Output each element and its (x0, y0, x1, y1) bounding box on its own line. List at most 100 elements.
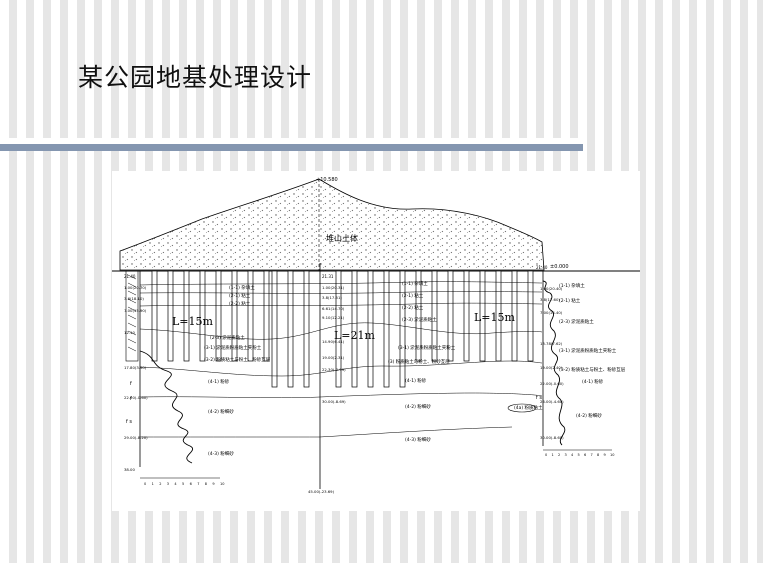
pile-center-4 (351, 270, 358, 388)
left-layer-0: (1-1) 杂填土 (229, 284, 255, 291)
left-scale-0: 0 (144, 482, 146, 486)
right-elevation-3: 13.78(7.62) (540, 341, 563, 346)
pile-center-1 (287, 270, 294, 388)
right-elevation-1: 3.8(17.60) (540, 297, 560, 302)
right-elevation-0: 1.00(20.40) (540, 286, 563, 291)
center-layer-2: (2-2) 粘土 (402, 304, 424, 311)
center-hole-top: 21.31 (322, 274, 334, 279)
left-scale-4: 4 (174, 482, 177, 486)
left-scale-6: 6 (190, 482, 192, 486)
right-scale-10: 10 (610, 453, 614, 457)
left-elevation-2: 7.00(15.90) (124, 308, 147, 313)
left-layer-3: (2-3) 淤泥质粘土 (210, 334, 245, 341)
center-layer-7: (4-2) 粉细砂 (405, 403, 431, 410)
left-scale-8: 8 (205, 482, 207, 486)
title-rule-gap (0, 138, 583, 144)
right-layer-3: (3-1) 淤泥质粉质粘土夹粉土 (559, 347, 617, 354)
right-scale-9: 9 (604, 453, 606, 457)
left-elevation-0: 1.00(20.70) (124, 285, 147, 290)
pile-center-3 (335, 270, 342, 388)
right-scale-4: 4 (571, 453, 574, 457)
center-elevation-1: 3.8(17.51) (322, 295, 342, 300)
pile-length-left: L=15m (172, 315, 214, 328)
right-scale-3: 3 (565, 453, 567, 457)
left-layer-4: (3-1) 淤泥质粉质粘土夹粉土 (204, 344, 262, 351)
pile-center-7 (399, 270, 406, 388)
pile-left-0 (151, 270, 158, 362)
pile-length-center: L=21m (334, 329, 376, 342)
center-layer-3: (2-3) 淤泥质粘土 (402, 316, 437, 323)
log-mark-3: f s (536, 395, 542, 401)
right-layer-7: (4-2) 粉细砂 (576, 412, 602, 419)
left-scale-3: 3 (167, 482, 169, 486)
right-scale-1: 1 (552, 453, 554, 457)
title-rule (0, 144, 583, 151)
pile-right-4 (479, 270, 486, 362)
left-layer-1: (2-1) 粘土 (229, 292, 251, 299)
left-elevation-5: 22.00(-0.60) (124, 395, 148, 400)
right-elevation-5: 22.00(-0.60) (540, 381, 564, 386)
pile-left-3 (199, 270, 206, 362)
left-elevation-4: 17.80(3.90) (124, 365, 147, 370)
center-layer-6: (4-1) 粉砂 (405, 377, 427, 384)
mound-label: 堆山土体 (326, 233, 358, 243)
center-elevation-4: 14.90(6.41) (322, 339, 345, 344)
left-layer-2: (2-2) 粘土 (229, 300, 251, 307)
pile-center-2 (303, 270, 310, 388)
right-scale-2: 2 (558, 453, 560, 457)
right-layer-5: (4-1) 粉砂 (582, 378, 604, 385)
center-elevation-3: 9.10(12.21) (322, 315, 345, 320)
right-elevation-6: 26.00(-4.60) (540, 399, 564, 404)
left-scale-2: 2 (159, 482, 161, 486)
right-elevation-4: 19.00(2.40) (540, 365, 563, 370)
right-layer-2: (2-3) 淤泥质粘土 (559, 318, 594, 325)
right-scale-8: 8 (597, 453, 599, 457)
pile-right-2 (447, 270, 454, 362)
left-elevation-6: 29.00(-8.20) (124, 435, 148, 440)
left-layer-7: (4-2) 粉细砂 (208, 408, 234, 415)
left-scale-1: 1 (152, 482, 154, 486)
pile-left-7 (263, 270, 270, 362)
left-elevation-1: 3.6(18.10) (124, 296, 144, 301)
layer-boundaries (139, 281, 543, 438)
pile-right-5 (495, 270, 502, 362)
left-layer-5: (3-2) 粉质粘土与粉土、粉砂互层 (204, 356, 271, 363)
pile-center-0 (271, 270, 278, 388)
left-layer-8: (4-3) 粉细砂 (208, 450, 234, 457)
center-elevation-2: 6.61(14.70) (322, 306, 345, 311)
right-layer-6: (4a) 粉质粘土 (514, 404, 543, 411)
center-elevation-6: 22.30(-0.99) (322, 367, 346, 372)
right-elevation-7: 30.00(-8.60) (540, 435, 564, 440)
slide-title: 某公园地基处理设计 (78, 63, 313, 92)
right-layer-0: (1-1) 杂填土 (559, 282, 585, 289)
pile-left-6 (247, 270, 254, 362)
right-scale-6: 6 (584, 453, 586, 457)
pile-left-4 (215, 270, 222, 362)
right-borehole (507, 271, 612, 451)
top-elevation: +10.580 (316, 177, 338, 183)
ground-level-label: ±0.000 (550, 264, 569, 270)
right-layer-1: (2-1) 粘土 (559, 297, 581, 304)
left-elevation-7: 38.00 (124, 467, 135, 472)
center-elevation-7: 30.00(-8.69) (322, 399, 346, 404)
pile-right-1 (431, 270, 438, 362)
center-elevation-0: 1.00(20.31) (322, 285, 345, 290)
center-elevation-5: 19.00(2.31) (322, 355, 345, 360)
right-layer-4: (3-2) 粉质粘土与粉土、粉砂互层 (559, 366, 626, 373)
right-scale-7: 7 (591, 453, 593, 457)
center-layer-8: (4-3) 粉细砂 (405, 436, 431, 443)
center-layer-4: (3-1) 淤泥质粉质粘土夹粉土 (398, 344, 456, 351)
center-layer-1: (2-1) 粘土 (402, 292, 424, 299)
left-borehole (125, 270, 220, 479)
right-hole-top: 21.40 (536, 265, 548, 270)
left-elevation-3: 12.10 (124, 330, 135, 335)
center-elevation-8: 45.00(-23.69) (308, 489, 335, 494)
left-hole-top: 21.40 (124, 274, 136, 279)
fill-mound (119, 178, 545, 271)
pile-center-6 (383, 270, 390, 388)
center-layer-5: (3) 粉质粘土与粉土、粉砂互层 (388, 358, 450, 365)
pile-center-5 (367, 270, 374, 388)
left-scale-5: 5 (182, 482, 184, 486)
pile-left-2 (183, 270, 190, 362)
pile-length-right: L=15m (474, 311, 516, 324)
